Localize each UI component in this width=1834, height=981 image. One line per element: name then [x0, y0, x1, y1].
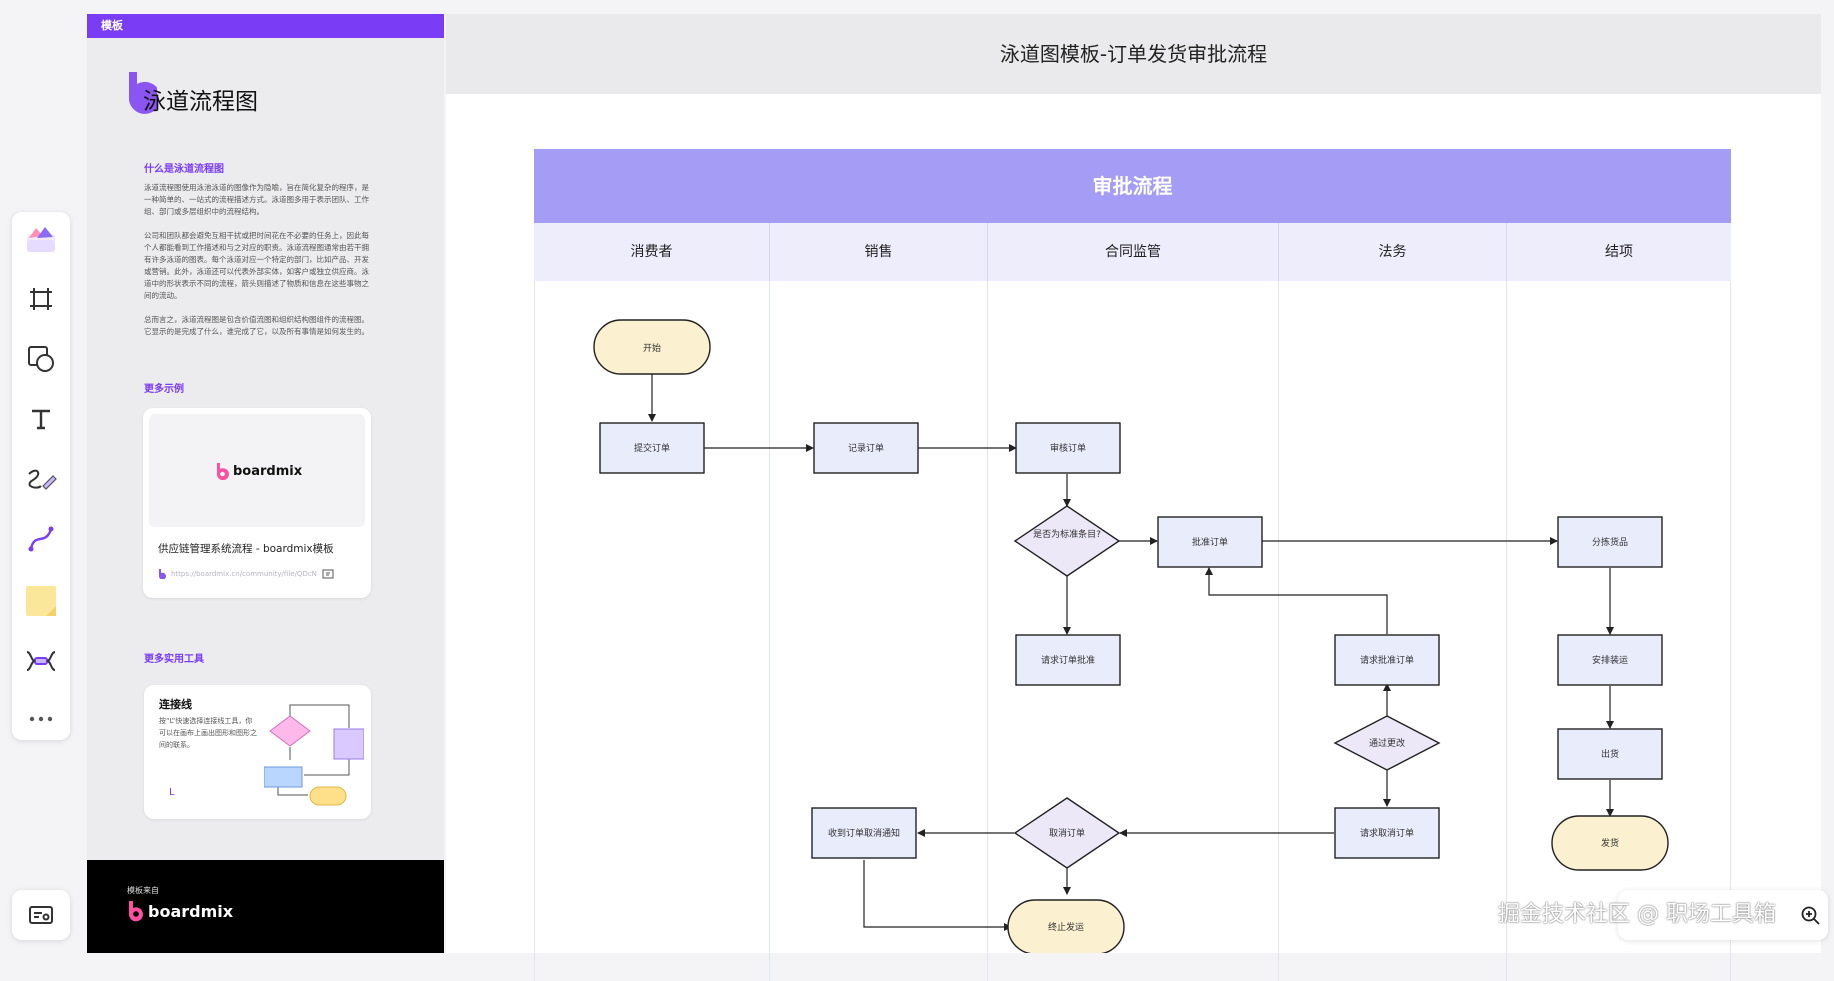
left-toolbar [12, 212, 70, 740]
node-start-label: 开始 [643, 342, 661, 354]
shape-icon[interactable] [22, 340, 60, 378]
node-arrange-ship[interactable]: 安排装运 [1557, 634, 1663, 686]
lane-body-contract [988, 281, 1279, 981]
node-arrange-ship-label: 安排装运 [1592, 654, 1628, 666]
lane-header-contract[interactable]: 合同监管 [988, 223, 1279, 281]
section-para-3: 总而言之，泳道流程图是包含价值流图和组织结构图组件的流程图。它显示的是完成了什么… [144, 315, 369, 336]
node-receive-cancel-notice[interactable]: 收到订单取消通知 [811, 807, 917, 859]
node-request-approve-order[interactable]: 请求批准订单 [1334, 634, 1440, 686]
mindmap-icon[interactable] [22, 642, 60, 680]
section-para-1: 泳道流程图使用泳池泳道的图像作为隐喻，旨在简化复杂的程序，是一种简单的、一站式的… [144, 183, 369, 216]
node-review-order[interactable]: 审核订单 [1015, 422, 1121, 474]
node-out-stock[interactable]: 出货 [1557, 728, 1663, 780]
node-approve-order-label: 批准订单 [1192, 536, 1228, 548]
section-heading-tools: 更多实用工具 [144, 654, 204, 665]
template-tag: 模板 [87, 14, 444, 38]
lane-header-legal[interactable]: 法务 [1279, 223, 1507, 281]
minimap-icon [29, 906, 53, 924]
template-panel: 模板 泳道流程图 什么是泳道流程图 泳道流程图使用泳池泳道的图像作为隐喻，旨在简… [87, 14, 444, 953]
node-review-order-label: 审核订单 [1050, 442, 1086, 454]
example-brand: boardmix [233, 463, 303, 479]
lane-body-consumer [534, 281, 770, 981]
minimap-button[interactable] [12, 890, 70, 940]
node-terminate[interactable]: 终止发运 [1007, 899, 1125, 953]
footer-brand: boardmix [148, 901, 234, 921]
panel-logo [125, 70, 161, 122]
zoom-in-icon[interactable] [1800, 905, 1820, 925]
node-sort-goods-label: 分拣货品 [1592, 536, 1628, 548]
tool-desc: 按“L”快速选择连接线工具，你可以在画布上画出图形和图形之间的联系。 [159, 717, 257, 749]
lane-header-closing[interactable]: 结项 [1605, 244, 1633, 260]
zoom-controls[interactable] [1618, 890, 1828, 940]
node-record-order[interactable]: 记录订单 [813, 422, 919, 474]
watermark: 掘金技术社区 @ 职场工具箱 [1498, 902, 1776, 927]
frame-icon[interactable] [22, 280, 60, 318]
node-ship[interactable]: 发货 [1551, 815, 1669, 871]
lane-header-sales[interactable]: 销售 [770, 223, 988, 281]
connector-demo-illustration [264, 704, 364, 806]
section-para-2: 公司和团队都会避免互相干扰或把时间花在不必要的任务上，因此每个人都能看到工作描述… [144, 231, 369, 300]
example-card[interactable]: boardmix 供应链管理系统流程 - boardmix模板 https://… [143, 408, 371, 598]
section-heading-examples: 更多示例 [144, 384, 184, 395]
panel-title: 泳道流程图 [143, 89, 258, 115]
node-start[interactable]: 开始 [593, 319, 711, 375]
swimlane-board[interactable]: 审批流程 消费者 销售 合同监管 法务 结项 [446, 94, 1821, 981]
node-request-cancel-order[interactable]: 请求取消订单 [1334, 807, 1440, 859]
text-icon[interactable] [22, 400, 60, 438]
pool-header[interactable]: 审批流程 [534, 149, 1731, 223]
edge-reqapprove-approve [1205, 567, 1388, 634]
board-title[interactable]: 泳道图模板-订单发货审批流程 [999, 42, 1268, 66]
pen-icon[interactable] [22, 460, 60, 498]
sticky-note-icon[interactable] [22, 582, 60, 620]
node-ship-label: 发货 [1601, 837, 1619, 849]
node-submit-order-label: 提交订单 [634, 442, 670, 454]
example-url[interactable]: https://boardmix.cn/community/file/QDcN [171, 570, 317, 578]
flowchart: 开始 终止发运 发货 提交订单 记录订单 审核订单 [593, 319, 1669, 953]
example-thumbnail: boardmix [149, 414, 365, 527]
tool-shortcut: L [169, 787, 175, 798]
section-heading-what: 什么是泳道流程图 [144, 164, 224, 175]
node-is-standard[interactable]: 是否为标准条目? [1013, 505, 1121, 577]
lane-body-sales [770, 281, 988, 981]
node-request-cancel-order-label: 请求取消订单 [1360, 827, 1414, 839]
boardmix-logo-icon [216, 463, 229, 480]
node-record-order-label: 记录订单 [848, 442, 884, 454]
more-icon[interactable] [22, 700, 60, 738]
lane-header-row: 消费者 销售 合同监管 法务 结项 [534, 223, 1731, 281]
node-approve-change-label: 通过更改 [1369, 737, 1405, 749]
canvas[interactable]: 泳道图模板-订单发货审批流程 审批流程 消费者 销售 合同监管 法务 结项 [446, 14, 1821, 981]
node-submit-order[interactable]: 提交订单 [599, 422, 705, 474]
example-title: 供应链管理系统流程 - boardmix模板 [158, 543, 334, 555]
node-receive-cancel-notice-label: 收到订单取消通知 [828, 827, 900, 839]
node-cancel-order-label: 取消订单 [1049, 827, 1085, 839]
tool-title: 连接线 [159, 698, 192, 711]
lane-header-consumer[interactable]: 消费者 [534, 223, 770, 281]
node-approve-change[interactable]: 通过更改 [1333, 715, 1441, 771]
edge-notice-terminate [863, 860, 1012, 931]
lane-bodies [534, 281, 1731, 981]
link-logo-icon [158, 569, 166, 579]
template-icon[interactable] [22, 220, 60, 258]
node-is-standard-label: 是否为标准条目? [1033, 528, 1101, 540]
copy-link-icon[interactable] [322, 569, 334, 579]
node-cancel-order[interactable]: 取消订单 [1013, 797, 1121, 869]
node-terminate-label: 终止发运 [1048, 921, 1084, 933]
footer-source-label: 模板来自 [127, 886, 159, 895]
tool-card[interactable]: 连接线 按“L”快速选择连接线工具，你可以在画布上画出图形和图形之间的联系。 L [144, 685, 371, 819]
boardmix-footer-logo-icon [128, 901, 143, 922]
node-request-approval[interactable]: 请求订单批准 [1015, 634, 1121, 686]
node-out-stock-label: 出货 [1601, 748, 1619, 760]
lane-flow-logo-icon [129, 72, 161, 114]
lane-body-legal [1279, 281, 1507, 981]
panel-footer: 模板来自 boardmix [87, 860, 444, 953]
node-approve-order[interactable]: 批准订单 [1157, 516, 1263, 568]
connector-icon[interactable] [22, 520, 60, 558]
lane-body-closing [1507, 281, 1731, 981]
node-request-approval-label: 请求订单批准 [1041, 654, 1095, 666]
node-request-approve-order-label: 请求批准订单 [1360, 654, 1414, 666]
node-sort-goods[interactable]: 分拣货品 [1557, 516, 1663, 568]
